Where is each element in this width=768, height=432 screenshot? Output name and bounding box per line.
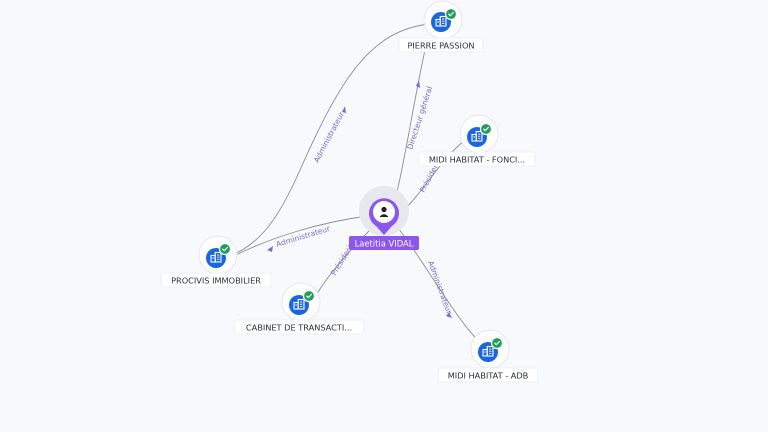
- edge-president-fonci: [401, 139, 466, 213]
- company-name: CABINET DE TRANSACTI...: [246, 323, 352, 333]
- edge-administrateur-pierre-procivis: [224, 23, 431, 259]
- edges-layer: Directeur général Président Administrate…: [224, 23, 488, 351]
- person-name: Laetitia VIDAL: [355, 239, 414, 249]
- node-label-box: [234, 319, 365, 335]
- edge-label-administrateur-procivis: Administrateur: [275, 224, 332, 249]
- company-node-cabinet-de-transacti[interactable]: CABINET DE TRANSACTI...: [234, 282, 365, 335]
- node-label-box: [398, 37, 484, 53]
- person-icon: [379, 206, 389, 217]
- company-name: MIDI HABITAT - ADB: [448, 371, 529, 381]
- node-label-box: [437, 367, 539, 383]
- company-node-midi-habitat-adb[interactable]: MIDI HABITAT - ADB: [437, 329, 539, 383]
- node-label-box: [160, 272, 272, 288]
- edge-arrow: [416, 80, 420, 88]
- person-label-box: [349, 236, 419, 250]
- edge-label-director-general: Directeur général: [405, 85, 434, 150]
- edge-president-cabinet: [315, 227, 373, 296]
- edge-director-general: [395, 49, 426, 197]
- verified-badge: [444, 7, 458, 21]
- verified-badge: [218, 242, 232, 256]
- company-name: MIDI HABITAT - FONCI...: [429, 155, 525, 165]
- edge-arrow: [342, 106, 346, 113]
- verified-badge: [490, 336, 504, 350]
- verified-badge: [302, 289, 316, 303]
- verified-badge: [479, 122, 493, 136]
- company-node-pierre-passion[interactable]: PIERRE PASSION: [398, 0, 484, 53]
- edge-arrow: [267, 246, 273, 252]
- edge-label-administrateur-pierre: Administrateur: [312, 110, 347, 164]
- node-label-box: [418, 151, 536, 167]
- company-name: PROCIVIS IMMOBILIER: [171, 276, 261, 286]
- edge-label-administrateur-adb: Administrateur: [426, 260, 454, 316]
- company-node-procivis-immobilier[interactable]: PROCIVIS IMMOBILIER: [160, 235, 272, 288]
- company-name: PIERRE PASSION: [407, 41, 474, 51]
- edge-administrateur-procivis: [235, 215, 369, 256]
- edge-arrow: [446, 312, 452, 318]
- company-node-midi-habitat-fonci[interactable]: MIDI HABITAT - FONCI...: [418, 114, 536, 167]
- person-node-center[interactable]: Laetitia VIDAL: [349, 186, 419, 250]
